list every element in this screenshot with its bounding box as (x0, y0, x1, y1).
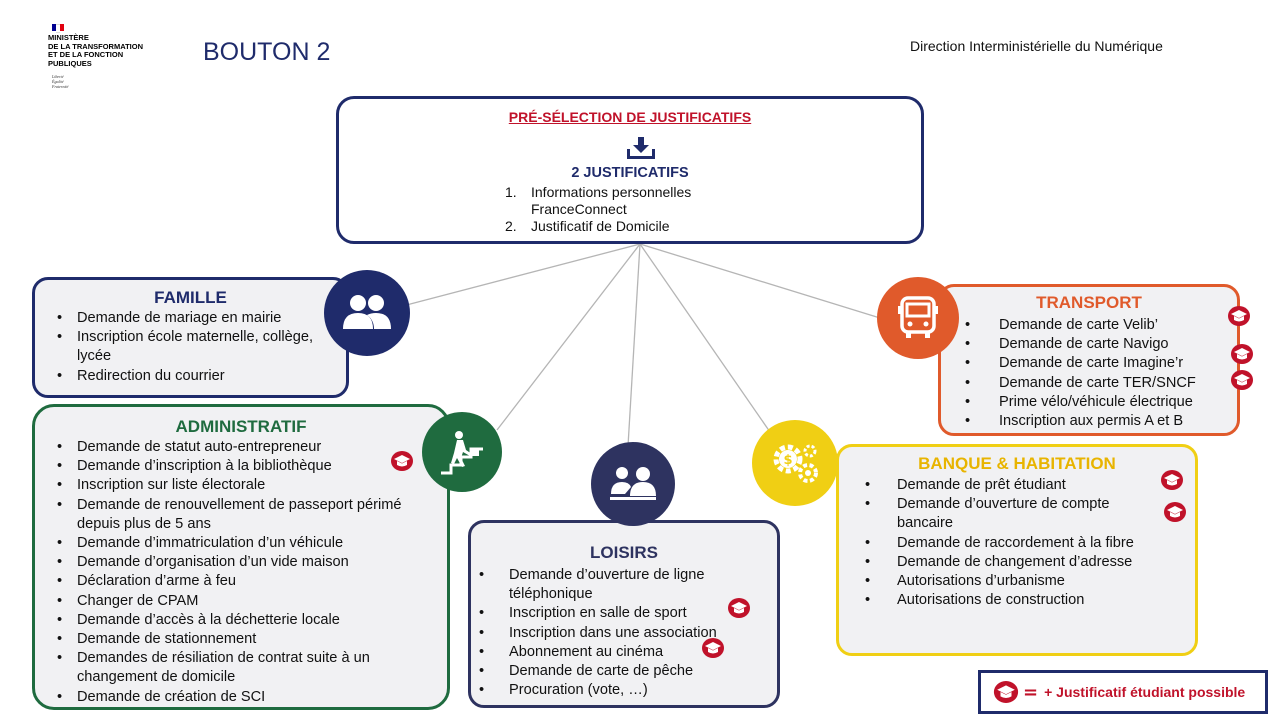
direction-label: Direction Interministérielle du Numériqu… (910, 38, 1163, 54)
list-item: Demande de stationnement (57, 630, 447, 649)
graduation-cap-icon (1164, 502, 1186, 522)
list-item: Demande de carte TER/SNCF (965, 374, 1245, 393)
list-item: Demande de statut auto-entrepreneur (57, 438, 447, 457)
list-item: 1.Informations personnelles (505, 184, 692, 200)
list-item: Inscription dans une association (479, 624, 779, 643)
meeting-icon (591, 442, 675, 526)
category-title: LOISIRS (589, 543, 658, 562)
graduation-cap-icon (993, 681, 1019, 703)
list-item: Demande d’immatriculation d’un véhicule (57, 534, 447, 553)
list-item: FranceConnect (531, 201, 627, 217)
graduation-cap-icon (1161, 470, 1183, 490)
graduation-cap-icon (391, 451, 413, 471)
connector-administratif (496, 243, 641, 431)
category-title: FAMILLE (154, 288, 227, 307)
list-item: 2.Justificatif de Domicile (505, 218, 670, 234)
category-title: TRANSPORT (1036, 293, 1142, 312)
list-item: Demande de changement d’adresse (865, 553, 1165, 572)
graduation-cap-icon (1231, 344, 1253, 364)
list-item: Demande de mariage en mairie (57, 309, 337, 328)
category-list: Demande de mariage en mairie Inscription… (57, 309, 337, 386)
graduation-cap-icon (702, 638, 724, 658)
page-title: BOUTON 2 (203, 38, 331, 66)
connector-loisirs (627, 243, 641, 447)
category-administratif: ADMINISTRATIF Demande de statut auto-ent… (32, 404, 450, 710)
category-transport: TRANSPORT Demande de carte Velib’ Demand… (938, 284, 1240, 436)
list-item: Inscription en salle de sport (479, 604, 779, 623)
justificatifs-list: 1.Informations personnelles FranceConnec… (505, 184, 691, 235)
preselection-title: PRÉ-SÉLECTION DE JUSTIFICATIFS (508, 109, 752, 125)
list-item: Changer de CPAM (57, 592, 447, 611)
list-item: Demande de carte de pêche (479, 662, 779, 681)
category-list: Demande de carte Velib’ Demande de carte… (965, 316, 1245, 431)
list-item: Abonnement au cinéma (479, 643, 779, 662)
legend-text: + Justificatif étudiant possible (1044, 684, 1246, 700)
list-item: Demande de carte Imagine’r (965, 354, 1245, 373)
download-icon (627, 137, 655, 159)
graduation-cap-icon (1228, 306, 1250, 326)
legend-equals: = (1023, 681, 1039, 703)
list-item: Redirection du courrier (57, 367, 337, 386)
list-item: Demande d’accès à la déchetterie locale (57, 611, 447, 630)
svg-text:$: $ (783, 453, 792, 468)
connector-banque (639, 243, 771, 433)
businessman-stairs-icon (422, 412, 502, 492)
list-item: Demande d’organisation d’un vide maison (57, 553, 447, 572)
list-item: Demande d’ouverture de compte bancaire (865, 495, 1165, 533)
list-item: Inscription école maternelle, collège, l… (57, 328, 337, 366)
list-item: Demandes de résiliation de contrat suite… (57, 649, 447, 687)
category-famille: FAMILLE Demande de mariage en mairie Ins… (32, 277, 349, 398)
justificatifs-count: 2 JUSTIFICATIFS (571, 165, 689, 181)
graduation-cap-icon (1231, 370, 1253, 390)
list-item: Autorisations d’urbanisme (865, 572, 1165, 591)
people-icon (324, 270, 410, 356)
preselection-box: PRÉ-SÉLECTION DE JUSTIFICATIFS 2 JUSTIFI… (336, 96, 924, 244)
list-item: Autorisations de construction (865, 591, 1165, 610)
legend: = + Justificatif étudiant possible (978, 670, 1268, 714)
gears-money-icon: $ (752, 420, 838, 506)
category-title: ADMINISTRATIF (175, 417, 307, 436)
category-banque-habitation: BANQUE & HABITATION Demande de prêt étud… (836, 444, 1198, 656)
list-item: Procuration (vote, …) (479, 681, 779, 700)
list-item: Demande de raccordement à la fibre (865, 534, 1165, 553)
connector-famille (394, 243, 641, 309)
connector-transport (639, 243, 881, 319)
list-item: Demande de création de SCI (57, 688, 447, 707)
list-item: Demande de carte Navigo (965, 335, 1245, 354)
ministry-logo-text: MINISTÈRE DE LA TRANSFORMATION ET DE LA … (48, 33, 143, 68)
list-item: Demande de prêt étudiant (865, 476, 1165, 495)
list-item: Demande de carte Velib’ (965, 316, 1245, 335)
bus-icon (877, 277, 959, 359)
category-list: Demande de statut auto-entrepreneur Dema… (57, 438, 447, 707)
list-item: Prime vélo/véhicule électrique (965, 393, 1245, 412)
list-item: Demande de renouvellement de passeport p… (57, 496, 447, 534)
list-item: Inscription aux permis A et B (965, 412, 1245, 431)
republic-motto: Liberté Égalité Fraternité (52, 74, 69, 89)
category-loisirs: LOISIRS Demande d’ouverture de ligne tél… (468, 520, 780, 708)
category-list: Demande d’ouverture de ligne téléphoniqu… (479, 566, 779, 701)
list-item: Inscription sur liste électorale (57, 476, 447, 495)
category-title: BANQUE & HABITATION (918, 454, 1116, 473)
republic-flag (52, 24, 64, 33)
list-item: Demande d’inscription à la bibliothèque (57, 457, 447, 476)
list-item: Demande d’ouverture de ligne téléphoniqu… (479, 566, 779, 604)
graduation-cap-icon (728, 598, 750, 618)
category-list: Demande de prêt étudiant Demande d’ouver… (865, 476, 1165, 611)
list-item: Déclaration d’arme à feu (57, 572, 447, 591)
